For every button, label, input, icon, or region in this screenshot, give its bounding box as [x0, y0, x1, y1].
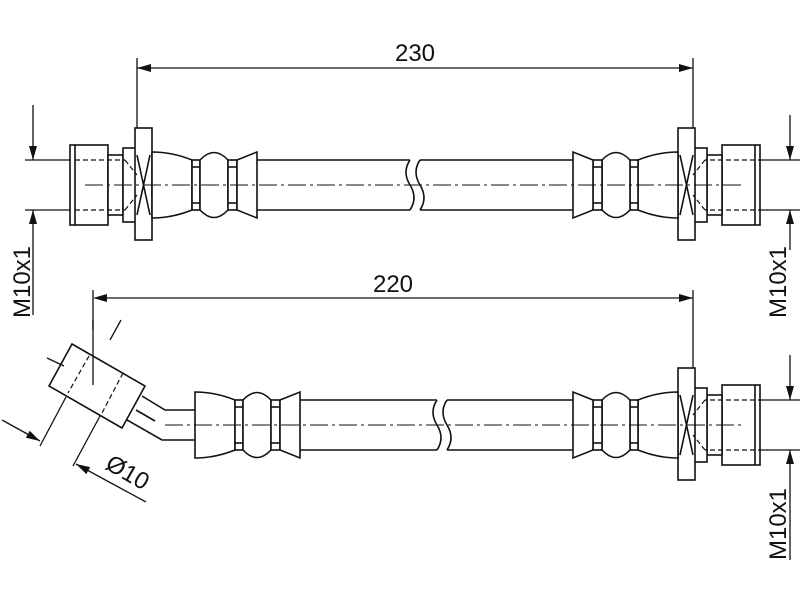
- length-label-bottom: 220: [373, 271, 413, 298]
- bottom-hose: Ø10: [1, 319, 760, 503]
- dimension-230: 230: [136, 40, 694, 128]
- thread-dimension-bottom-right: M10x1: [758, 355, 800, 560]
- top-left-fitting: [70, 128, 257, 240]
- thread-dimension-top-left: M10x1: [9, 105, 70, 318]
- thread-label-top-right: M10x1: [765, 246, 792, 318]
- length-label-top: 230: [395, 40, 435, 67]
- thread-label-bottom-right: M10x1: [765, 488, 792, 560]
- dimension-220: 220: [92, 271, 694, 368]
- diameter-label: Ø10: [101, 450, 154, 496]
- thread-label-top-left: M10x1: [9, 246, 36, 318]
- bottom-right-fitting: [573, 368, 760, 480]
- top-hose: [70, 128, 760, 240]
- thread-dimension-top-right: M10x1: [758, 115, 800, 318]
- top-right-fitting: [573, 128, 760, 240]
- angled-nut: Ø10: [1, 319, 154, 503]
